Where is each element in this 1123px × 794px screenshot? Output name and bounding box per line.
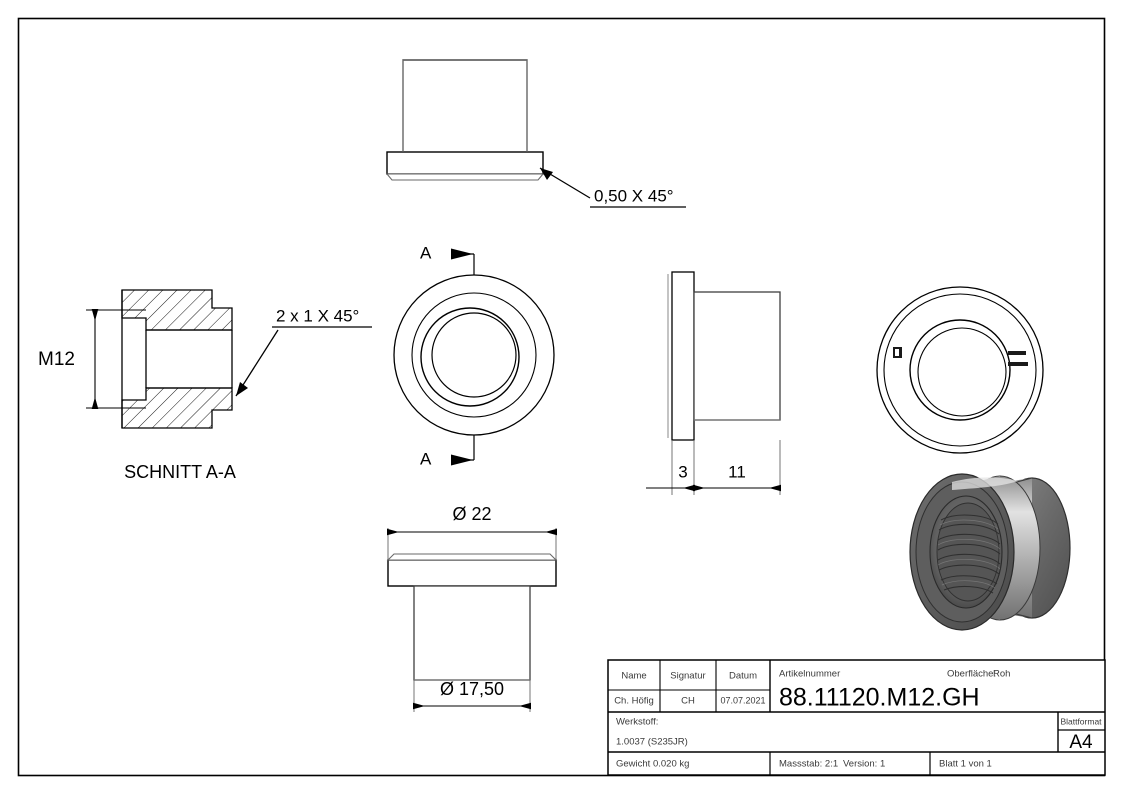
stamp-mark-right xyxy=(1008,351,1028,366)
section-view-label: SCHNITT A-A xyxy=(124,462,236,482)
chamfer-flange-callout: 0,50 X 45° xyxy=(539,167,686,208)
section-arrow-top-label: A xyxy=(420,243,432,262)
front-view: A A xyxy=(393,243,555,468)
surface-label: Oberfläche: xyxy=(947,669,996,680)
stamp-mark-left xyxy=(893,347,902,358)
dimension-m12: M12 xyxy=(38,309,146,409)
dimension-flange-diameter: Ø 22 xyxy=(387,504,557,560)
article-number-value: 88.11120.M12.GH xyxy=(779,684,980,712)
section-view: M12 SCHNITT A-A xyxy=(38,289,236,482)
rear-view xyxy=(876,286,1044,454)
chamfer-bore-label: 2 x 1 X 45° xyxy=(276,306,359,325)
material-label: Werkstoff: xyxy=(616,717,658,728)
title-block-signature-header: Signatur xyxy=(670,671,705,682)
dimension-flange-thickness: 3 xyxy=(646,462,695,492)
bottom-view: Ø 22 Ø 17,50 xyxy=(386,504,558,712)
sheet-count-value: Blatt 1 von 1 xyxy=(939,759,992,770)
dimension-d1750-label: Ø 17,50 xyxy=(440,679,504,699)
title-block-signature-value: CH xyxy=(681,696,695,707)
thread-label: M12 xyxy=(38,349,75,370)
title-block-date-header: Datum xyxy=(729,671,757,682)
section-arrow-top: A xyxy=(420,243,475,275)
section-arrow-bottom-label: A xyxy=(420,449,432,468)
isometric-view xyxy=(909,473,1071,631)
sheet-format-label: Blattformat xyxy=(1060,716,1102,726)
scale-value: Massstab: 2:1 xyxy=(779,759,838,770)
material-value: 1.0037 (S235JR) xyxy=(616,737,688,748)
section-arrow-bottom: A xyxy=(420,435,475,468)
sheet-format-value: A4 xyxy=(1069,732,1093,753)
dimension-body-diameter: Ø 17,50 xyxy=(413,679,531,712)
title-block-name-value: Ch. Höfig xyxy=(614,696,654,707)
title-block-date-value: 07.07.2021 xyxy=(720,695,765,705)
side-view: 3 11 xyxy=(646,271,781,495)
article-number-label: Artikelnummer xyxy=(779,669,840,680)
surface-value: Roh xyxy=(993,669,1010,680)
title-block: Name Signatur Datum Ch. Höfig CH 07.07.2… xyxy=(607,659,1106,776)
dimension-11-label: 11 xyxy=(728,462,746,481)
chamfer-flange-label: 0,50 X 45° xyxy=(594,186,674,205)
dimension-3-label: 3 xyxy=(678,462,687,481)
version-value: Version: 1 xyxy=(843,759,885,770)
top-view xyxy=(385,59,545,181)
chamfer-bore-callout: 2 x 1 X 45° xyxy=(235,306,372,397)
weight-value: Gewicht 0.020 kg xyxy=(616,759,689,770)
dimension-d22-label: Ø 22 xyxy=(452,504,491,524)
dimension-body-length: 11 xyxy=(693,462,781,492)
title-block-name-header: Name xyxy=(621,671,646,682)
